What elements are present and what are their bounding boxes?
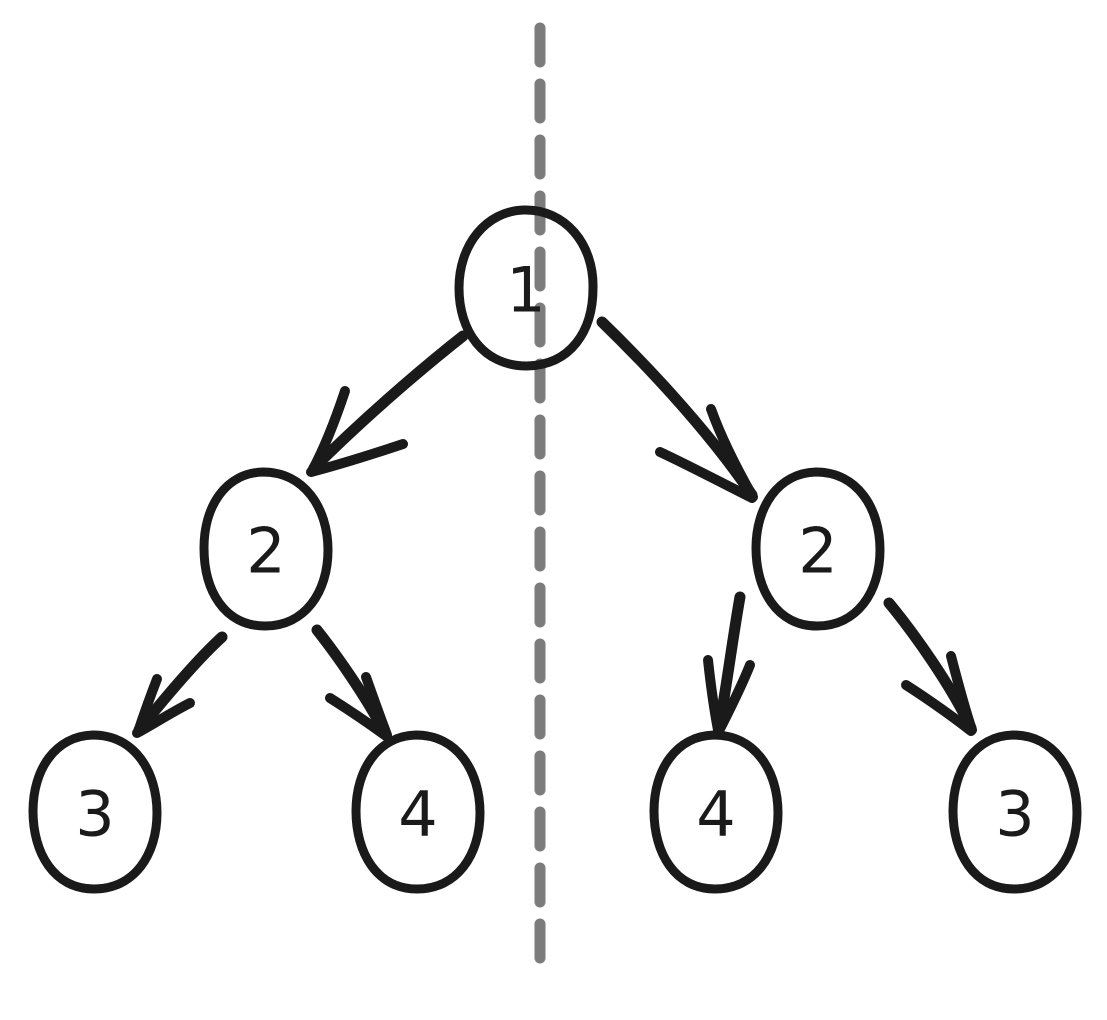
edge-right-2-to-right-4 bbox=[703, 591, 755, 736]
arrowhead-wing-lower bbox=[306, 439, 408, 477]
edge-left-2-to-left-3 bbox=[132, 631, 228, 738]
edge-shaft bbox=[596, 316, 758, 501]
node-ellipse-outline bbox=[199, 467, 333, 631]
node-right-4[interactable]: 4 bbox=[649, 730, 783, 894]
node-ellipse-outline bbox=[948, 730, 1082, 894]
edge-right-2-to-right-3 bbox=[883, 597, 977, 736]
node-right-2[interactable]: 2 bbox=[751, 467, 885, 631]
edge-shaft bbox=[133, 631, 228, 736]
node-ellipse-outline bbox=[751, 467, 885, 631]
arrowhead-wing-upper bbox=[706, 404, 758, 502]
node-label: 1 bbox=[506, 254, 545, 327]
edge-shaft bbox=[713, 591, 746, 734]
edge-root-to-left-2 bbox=[306, 330, 469, 477]
arrowhead-wing-lower bbox=[325, 693, 391, 741]
node-label: 3 bbox=[75, 778, 114, 851]
node-label: 2 bbox=[246, 515, 285, 588]
node-label: 4 bbox=[696, 778, 735, 851]
arrowhead-wing-lower bbox=[655, 447, 757, 503]
node-label: 4 bbox=[398, 778, 437, 851]
node-ellipse-outline bbox=[454, 205, 598, 371]
node-left-2[interactable]: 2 bbox=[199, 467, 333, 631]
node-right-3[interactable]: 3 bbox=[948, 730, 1082, 894]
arrowhead-wing-lower bbox=[132, 698, 195, 738]
arrowhead-wing-lower bbox=[901, 680, 976, 736]
node-ellipse-outline bbox=[28, 730, 162, 894]
node-ellipse-outline bbox=[649, 730, 783, 894]
node-left-3[interactable]: 3 bbox=[28, 730, 162, 894]
arrowhead-wing-lower bbox=[714, 660, 755, 736]
node-left-4[interactable]: 4 bbox=[351, 730, 485, 894]
arrowhead-wing-upper bbox=[703, 655, 723, 735]
edge-root-to-right-2 bbox=[596, 316, 758, 503]
arrowhead-wing-upper bbox=[307, 386, 350, 476]
edge-shaft bbox=[883, 597, 977, 734]
node-label: 2 bbox=[798, 515, 837, 588]
node-ellipse-outline bbox=[351, 730, 485, 894]
node-root-1[interactable]: 1 bbox=[454, 205, 598, 371]
edge-left-2-to-left-4 bbox=[311, 624, 392, 741]
edge-shaft bbox=[308, 330, 469, 474]
node-label: 3 bbox=[995, 778, 1034, 851]
